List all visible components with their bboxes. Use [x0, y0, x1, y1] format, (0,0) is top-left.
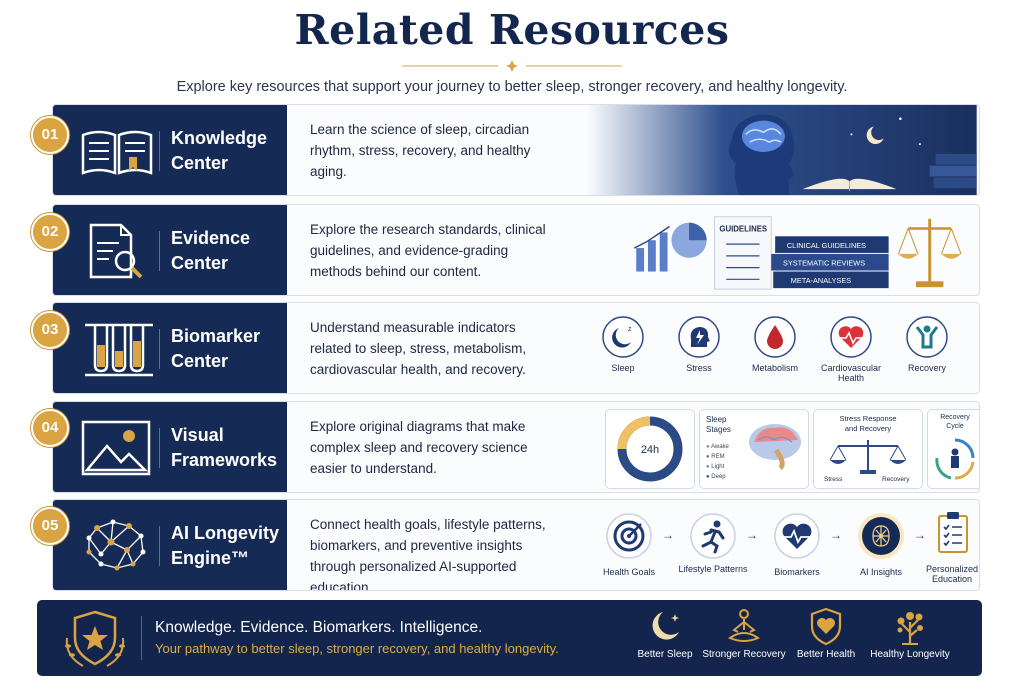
title-ornament: [402, 60, 622, 72]
flow-arrow: →: [746, 528, 758, 542]
svg-text:z: z: [628, 326, 632, 333]
ai-engine-visual: Health Goals → Lifestyle Patterns → Biom…: [583, 500, 979, 590]
evidence-visual: GUIDELINES CLINICAL GUIDELINES SYSTEMATI…: [633, 216, 962, 290]
banner-item-stronger-recovery: Stronger Recovery: [689, 606, 799, 672]
card-description: Learn the science of sleep, circadian rh…: [310, 122, 531, 179]
running-person-icon: [690, 513, 736, 559]
card-number-badge: 02: [31, 213, 69, 251]
header-divider: [159, 131, 160, 171]
header-divider: [159, 231, 160, 271]
book-label: SYSTEMATIC REVIEWS: [783, 259, 865, 268]
recovery-person-icon: [906, 316, 948, 358]
stress-head-icon: [678, 316, 720, 358]
blood-drop-icon: [754, 316, 796, 358]
banner-item-better-health: Better Health: [771, 606, 881, 672]
clipboard-checklist-icon: [938, 512, 968, 553]
biomarker-label: Recovery: [907, 363, 946, 373]
star-shield-icon: [65, 610, 125, 667]
moon-icon: [652, 612, 679, 640]
brain-illustration: [749, 424, 801, 470]
banner-item-better-sleep: Better Sleep: [610, 606, 720, 672]
step-label: AI Insights: [859, 567, 903, 577]
circadian-diagram: 24h: [605, 409, 695, 489]
card-description: Understand measurable indicators related…: [310, 320, 527, 377]
banner-item-healthy-longevity: Healthy Longevity: [855, 606, 965, 672]
banner-tagline: Knowledge. Evidence. Biomarkers. Intelli…: [155, 619, 483, 636]
bottom-banner: Knowledge. Evidence. Biomarkers. Intelli…: [37, 600, 982, 676]
heart-rate-icon: [774, 513, 820, 559]
image-frame-icon: [81, 420, 151, 476]
biomarker-label: Cardiovascular Health: [820, 363, 882, 383]
header-divider: [159, 329, 160, 369]
card-number-badge: 03: [31, 311, 69, 349]
test-tubes-icon: [85, 323, 153, 377]
book-label: CLINICAL GUIDELINES: [787, 241, 866, 250]
card-description: Explore original diagrams that make comp…: [310, 419, 528, 476]
meditation-icon: [727, 609, 761, 642]
document-search-icon: [89, 223, 143, 279]
step-label: Personalized Education: [925, 564, 979, 584]
header-divider: [159, 526, 160, 566]
neural-brain-icon: [86, 519, 146, 571]
biomarker-label: Sleep: [611, 363, 635, 373]
card-number-badge: 05: [31, 507, 69, 545]
step-label: Biomarkers: [774, 567, 820, 577]
knowledge-visual: [587, 105, 977, 195]
banner-divider: [141, 616, 142, 660]
page-title: Related Resources: [294, 6, 730, 54]
step-label: Health Goals: [602, 567, 656, 577]
flow-arrow: →: [914, 528, 926, 542]
page-subtitle: Explore key resources that support your …: [176, 79, 848, 95]
flow-arrow: →: [662, 528, 674, 542]
flow-arrow: →: [830, 528, 842, 542]
heart-shield-icon: [810, 607, 842, 646]
tree-icon: [897, 612, 923, 645]
sleep-icon: z: [602, 316, 644, 358]
biomarker-label: Metabolism: [751, 363, 798, 373]
biomarker-label: Stress: [686, 363, 712, 373]
card-description: Explore the research standards, clinical…: [310, 222, 546, 279]
open-book-icon: [81, 130, 153, 175]
header-divider: [159, 428, 160, 468]
target-icon: [606, 513, 652, 559]
heart-pulse-icon: [830, 316, 872, 358]
biomarker-visual: z Sleep Stress Metabolism Cardiovascular…: [583, 303, 979, 393]
card-description: Connect health goals, lifestyle patterns…: [310, 517, 546, 591]
ai-brain-icon: [858, 513, 904, 559]
card-number-badge: 01: [31, 116, 69, 154]
guidelines-label: GUIDELINES: [719, 224, 767, 233]
banner-subtagline: Your pathway to better sleep, stronger r…: [155, 641, 559, 656]
step-label: Lifestyle Patterns: [678, 564, 748, 574]
clock-label: 24h: [641, 444, 659, 456]
book-label: META-ANALYSES: [791, 276, 852, 285]
card-number-badge: 04: [31, 409, 69, 447]
